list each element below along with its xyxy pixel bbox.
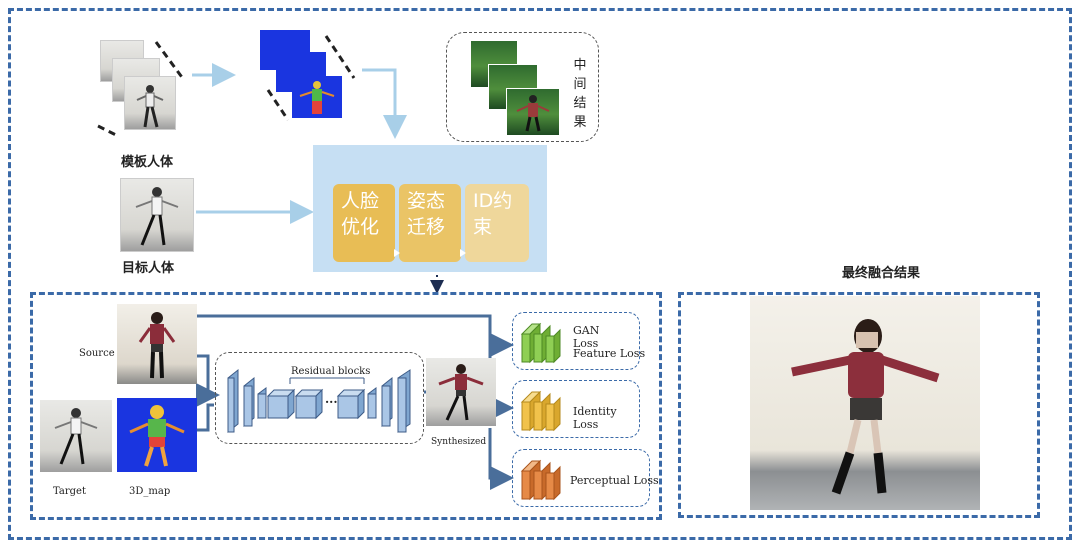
stack-dashes <box>97 41 186 138</box>
intermediate-char-1: 中 <box>573 58 587 73</box>
perceptual-loss-icon <box>520 459 561 501</box>
identity-loss-box <box>512 380 640 438</box>
person-figure <box>135 187 179 246</box>
map3d-label: 3D_map <box>129 486 171 497</box>
gan-loss-icon <box>520 322 561 364</box>
body-map-figure <box>299 81 335 114</box>
person-figure <box>516 95 550 132</box>
target-body-photo <box>120 178 194 252</box>
map-stack-dashes <box>266 35 356 121</box>
person-figure <box>54 408 98 465</box>
source-photo <box>117 304 197 384</box>
intermediate-char-4: 果 <box>573 115 587 130</box>
module-line2: 优化 <box>341 216 380 238</box>
source-label: Source <box>79 348 115 359</box>
module-line1: 人脸 <box>341 190 380 212</box>
intermediate-photo-3 <box>506 88 560 136</box>
arrow-map-to-residual <box>197 403 214 432</box>
network-frame <box>30 292 662 520</box>
residual-blocks-graphic <box>227 368 411 434</box>
module-line1: ID约 <box>473 190 513 212</box>
outer-frame <box>8 8 1072 540</box>
intermediate-char-3: 结 <box>573 96 587 111</box>
module-line2: 迁移 <box>407 216 446 238</box>
final-result-frame <box>678 292 1040 518</box>
person-figure <box>138 312 176 379</box>
synthesized-photo <box>426 358 496 426</box>
module-id-constraint: ID约 束 <box>465 184 529 262</box>
gan-loss-line2: Loss <box>573 337 599 350</box>
template-photo-3 <box>124 76 176 130</box>
identity-loss-line2: Loss <box>573 418 599 431</box>
template-body-label: 模板人体 <box>121 155 174 170</box>
residual-label: Residual blocks <box>291 366 371 377</box>
arrow-maps-to-panel <box>362 68 407 139</box>
person-figure <box>791 319 940 495</box>
target-photo <box>40 400 112 472</box>
arrow-synth-to-perceptual <box>488 428 514 490</box>
module-chevrons <box>394 249 466 257</box>
map3d-photo <box>117 398 197 472</box>
gan-loss-box <box>512 312 640 370</box>
gan-loss-label: GAN Loss <box>573 324 599 350</box>
feature-loss-label: Feature Loss <box>573 347 646 360</box>
identity-loss-label: Identity Loss <box>573 405 617 431</box>
body-map-figure <box>129 405 185 467</box>
person-figure <box>438 364 484 421</box>
residual-ellipsis: ... <box>325 392 338 406</box>
module-pose-transfer: 姿态 迁移 <box>399 184 461 262</box>
residual-box <box>215 352 424 444</box>
intermediate-box <box>446 32 599 142</box>
module-face-optimize: 人脸 优化 <box>333 184 395 262</box>
final-result-photo <box>750 296 980 510</box>
identity-loss-icon <box>520 390 561 432</box>
person-figure <box>136 85 164 128</box>
perceptual-loss-label: Perceptual Loss <box>570 474 659 487</box>
module-line1: 姿态 <box>407 190 446 212</box>
target-body-label: 目标人体 <box>122 261 175 276</box>
arrow-synth-to-identity <box>490 396 514 420</box>
arrow-source-to-residual <box>196 354 220 407</box>
gan-loss-line1: GAN <box>573 324 600 337</box>
target-label: Target <box>53 486 86 497</box>
map-photo-3 <box>292 76 342 118</box>
arrow-source-to-gan <box>197 314 514 357</box>
synthesized-label: Synthesized <box>431 437 487 447</box>
module-line2: 束 <box>473 216 493 238</box>
intermediate-label: 中 间 结 果 <box>572 56 588 132</box>
intermediate-char-2: 间 <box>573 77 587 92</box>
perceptual-loss-box <box>512 449 650 507</box>
final-result-title: 最终融合结果 <box>842 266 921 281</box>
identity-loss-line1: Identity <box>573 405 617 418</box>
